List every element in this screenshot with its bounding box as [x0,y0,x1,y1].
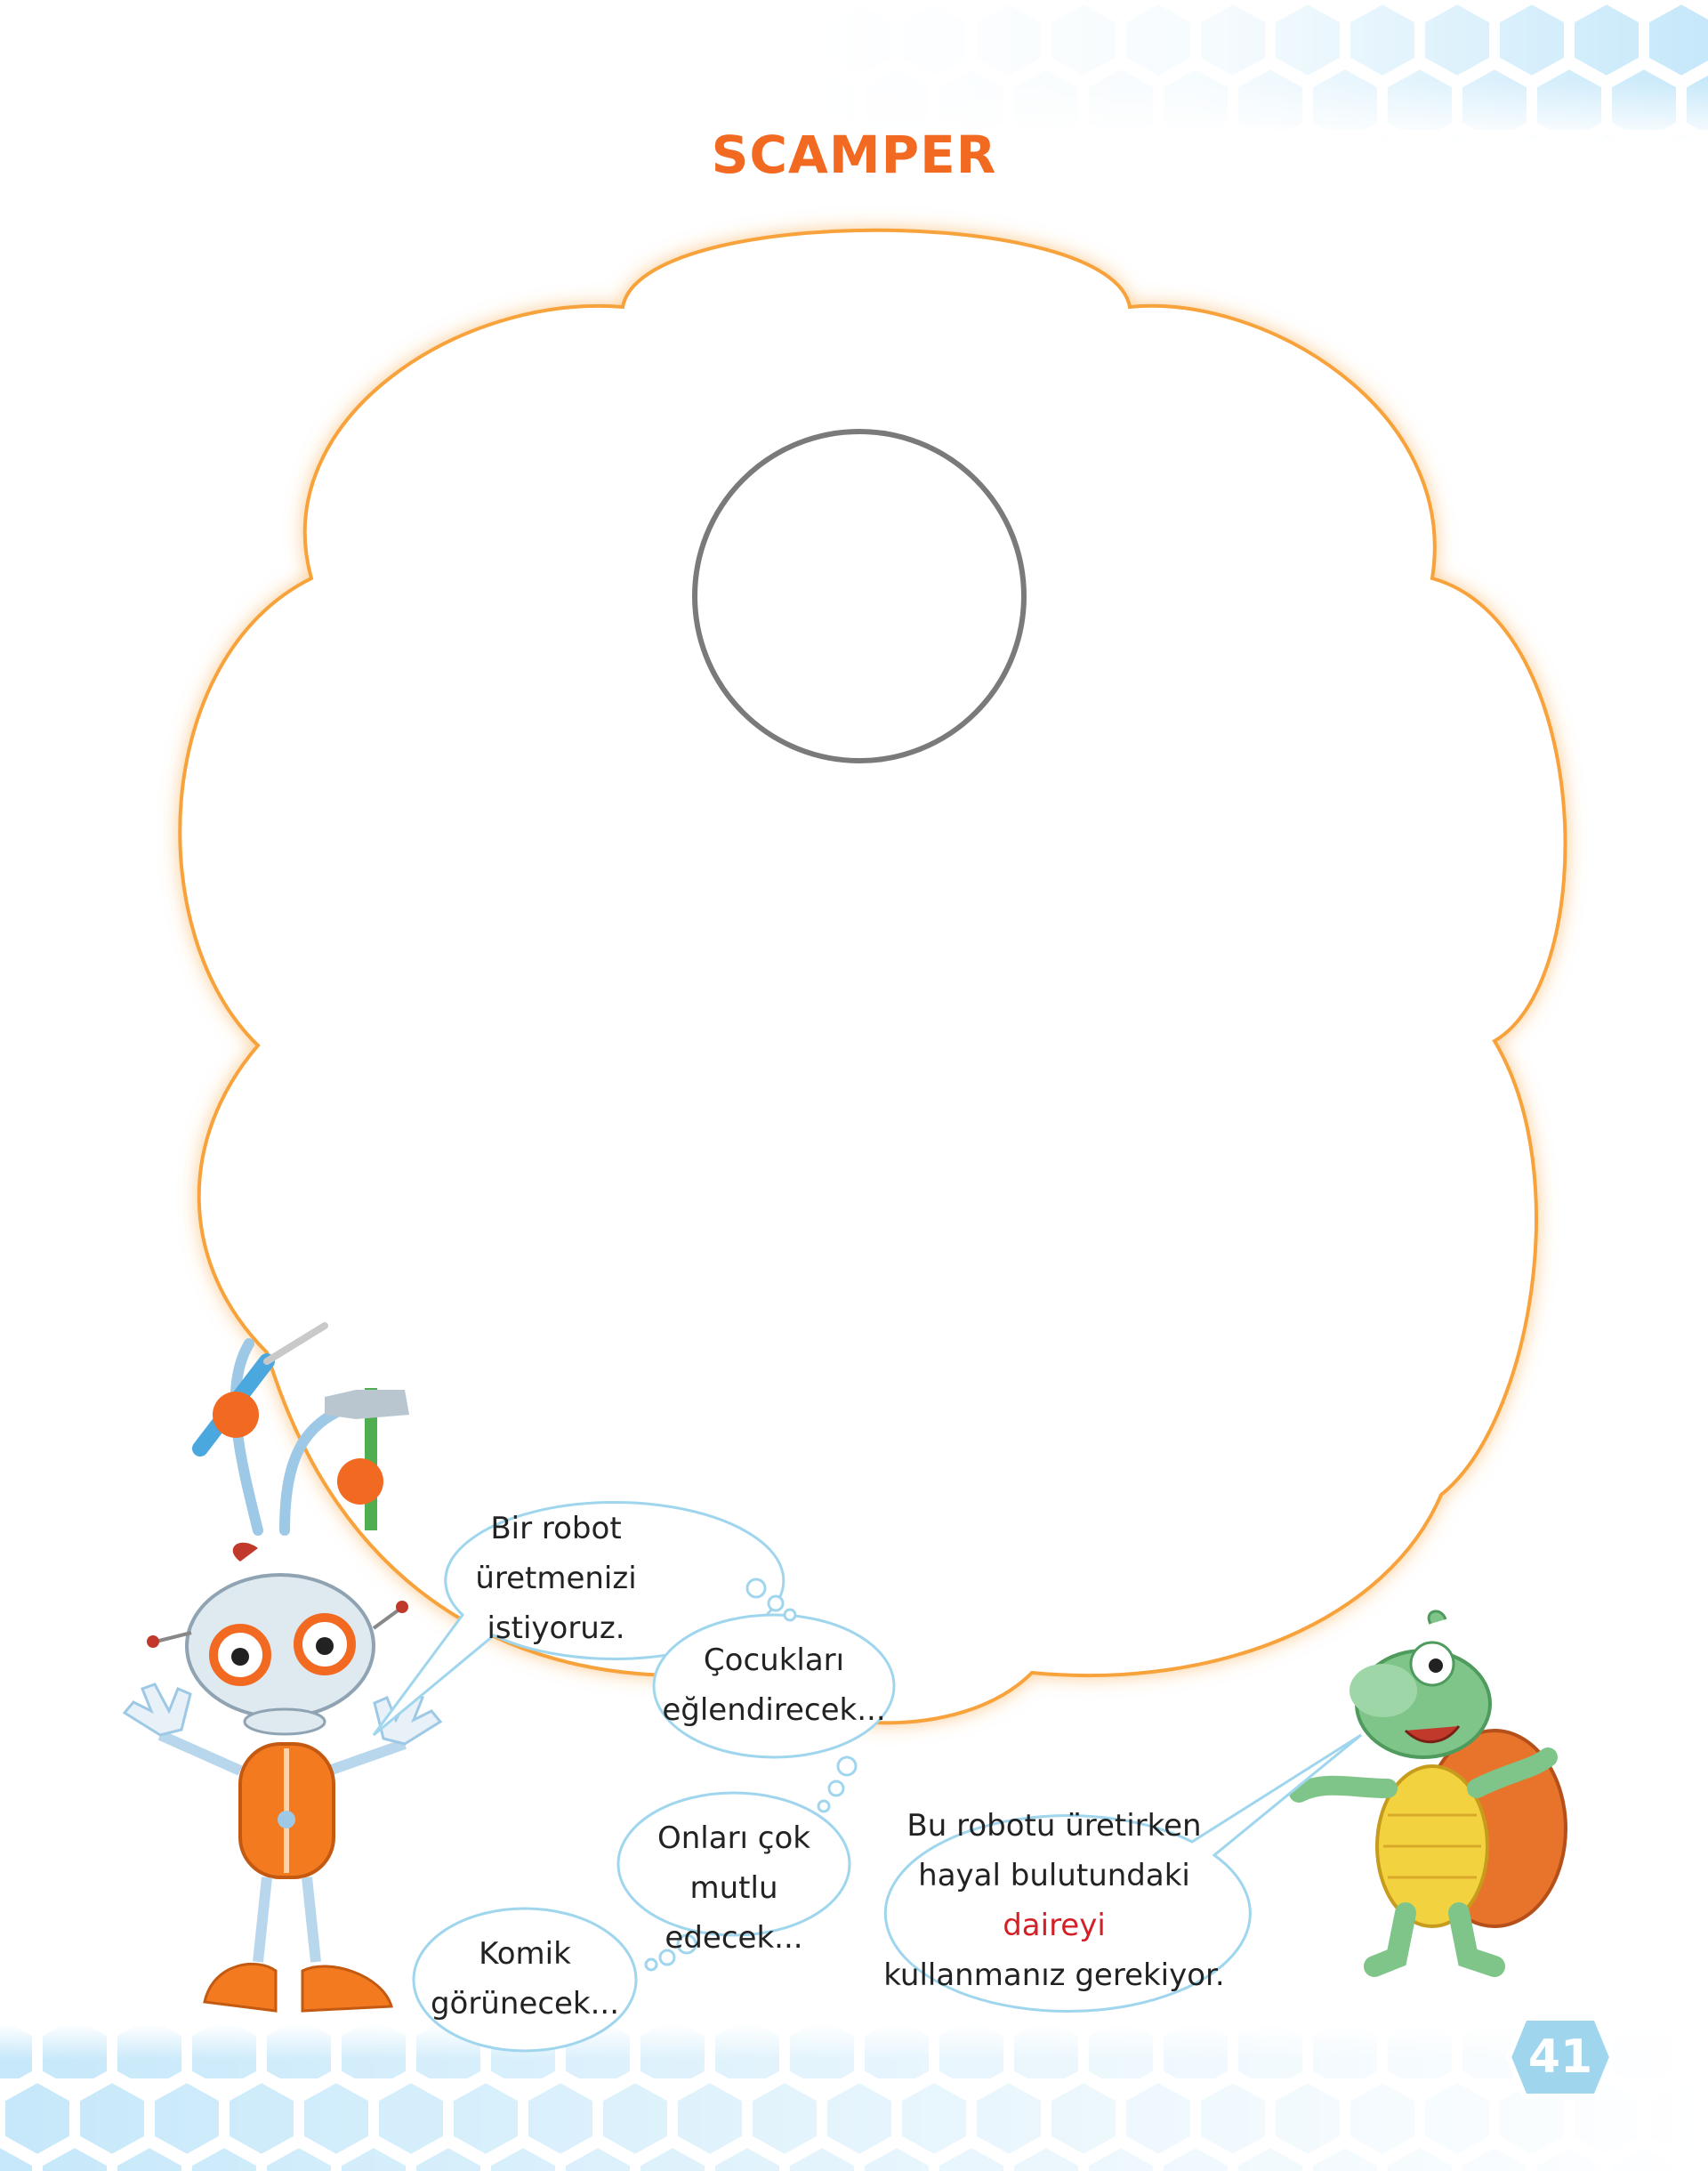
turtle-speech-accent-word: daireyi [1003,1908,1106,1943]
turtle-speech-line-2: hayal bulutundaki daireyi [867,1851,1241,1950]
idea-bubble-2: Onları çok mutlu edecek... [618,1813,850,1963]
target-circle [692,429,1027,763]
idea-1-line-1: Çocukları [703,1642,845,1678]
turtle-speech-line-3: kullanmanız gerekiyor. [883,1957,1225,1993]
robot-speech-line-2: üretmenizi istiyoruz. [475,1561,637,1646]
robot-speech-bubble: Bir robot üretmenizi istiyoruz. [409,1504,703,1653]
robot-speech-line-1: Bir robot [490,1511,622,1546]
page-title: SCAMPER [711,125,997,185]
turtle-speech-line-1: Bu robotu üretirken [906,1808,1202,1844]
page-number: 41 [1527,2030,1593,2084]
turtle-speech-bubble: Bu robotu üretirken hayal bulutundaki da… [867,1801,1241,2000]
idea-3-line-2: görünecek... [430,1986,620,2022]
idea-1-line-2: eğlendirecek... [662,1692,886,1728]
turtle-speech-line-2-text: hayal bulutundaki [918,1858,1190,1893]
idea-bubble-3: Komik görünecek... [414,1929,636,2029]
idea-bubble-1: Çocukları eğlendirecek... [658,1635,890,1735]
idea-2-line-1: Onları çok [657,1820,810,1856]
idea-2-line-2: mutlu edecek... [665,1870,803,1956]
idea-3-line-1: Komik [479,1936,571,1972]
